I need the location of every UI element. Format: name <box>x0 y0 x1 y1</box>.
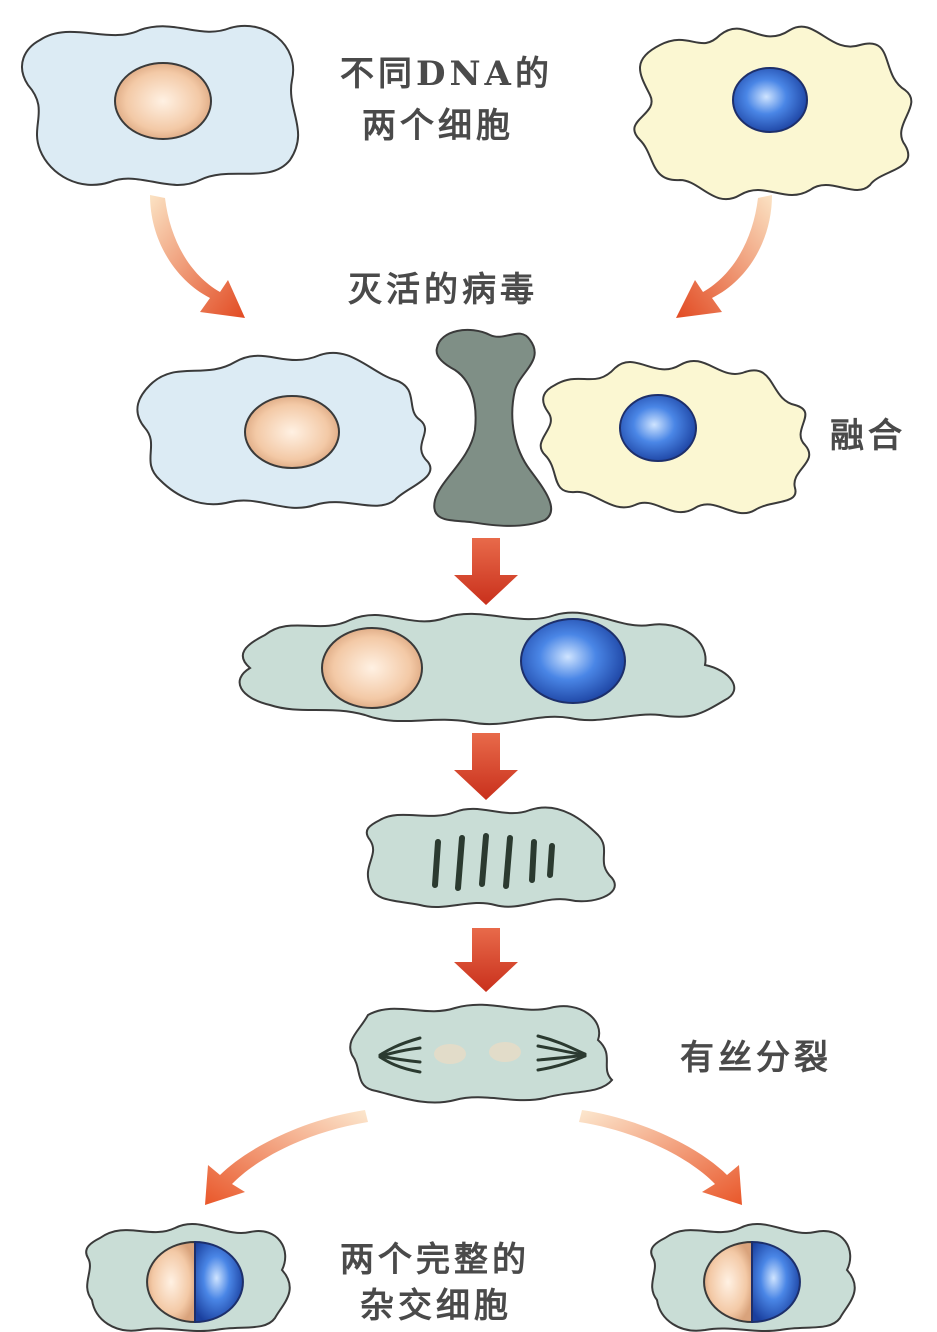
cell-a-fusing <box>137 353 430 508</box>
cell-fused-binucleate <box>240 613 735 724</box>
cell-chromosomes <box>367 807 615 907</box>
arrow-down-3 <box>454 928 518 992</box>
inactivated-virus <box>434 330 551 526</box>
arrow-curve-right <box>676 195 772 318</box>
hybrid-cell-right <box>651 1224 855 1331</box>
nucleus-blue <box>733 68 807 132</box>
arrow-curve-bottom-left <box>205 1110 368 1205</box>
label-mitosis: 有丝分裂 <box>680 1036 832 1080</box>
arrow-down-2 <box>454 733 518 800</box>
nucleus-peach <box>322 628 422 708</box>
nucleus-blue <box>620 395 696 461</box>
cell-b-fusing <box>541 361 810 513</box>
label-two-cells-line2: 两个细胞 <box>362 104 514 148</box>
cell-b-original <box>634 27 911 200</box>
label-two-cells-line1: 不同DNA的 <box>340 52 553 96</box>
arrow-curve-left <box>150 195 245 318</box>
arrow-curve-bottom-right <box>579 1110 742 1205</box>
label-virus: 灭活的病毒 <box>348 268 538 312</box>
label-hybrid-line1: 两个完整的 <box>340 1238 530 1282</box>
nucleus-peach <box>115 63 211 139</box>
hybrid-cell-left <box>86 1224 290 1331</box>
cell-a-original <box>22 26 298 185</box>
nucleus-peach <box>245 396 339 468</box>
arrow-down-1 <box>454 538 518 605</box>
cell-mitosis <box>350 1005 612 1103</box>
label-fusion: 融合 <box>830 414 906 458</box>
nucleus-blue <box>521 619 625 703</box>
label-hybrid-line2: 杂交细胞 <box>360 1284 512 1328</box>
